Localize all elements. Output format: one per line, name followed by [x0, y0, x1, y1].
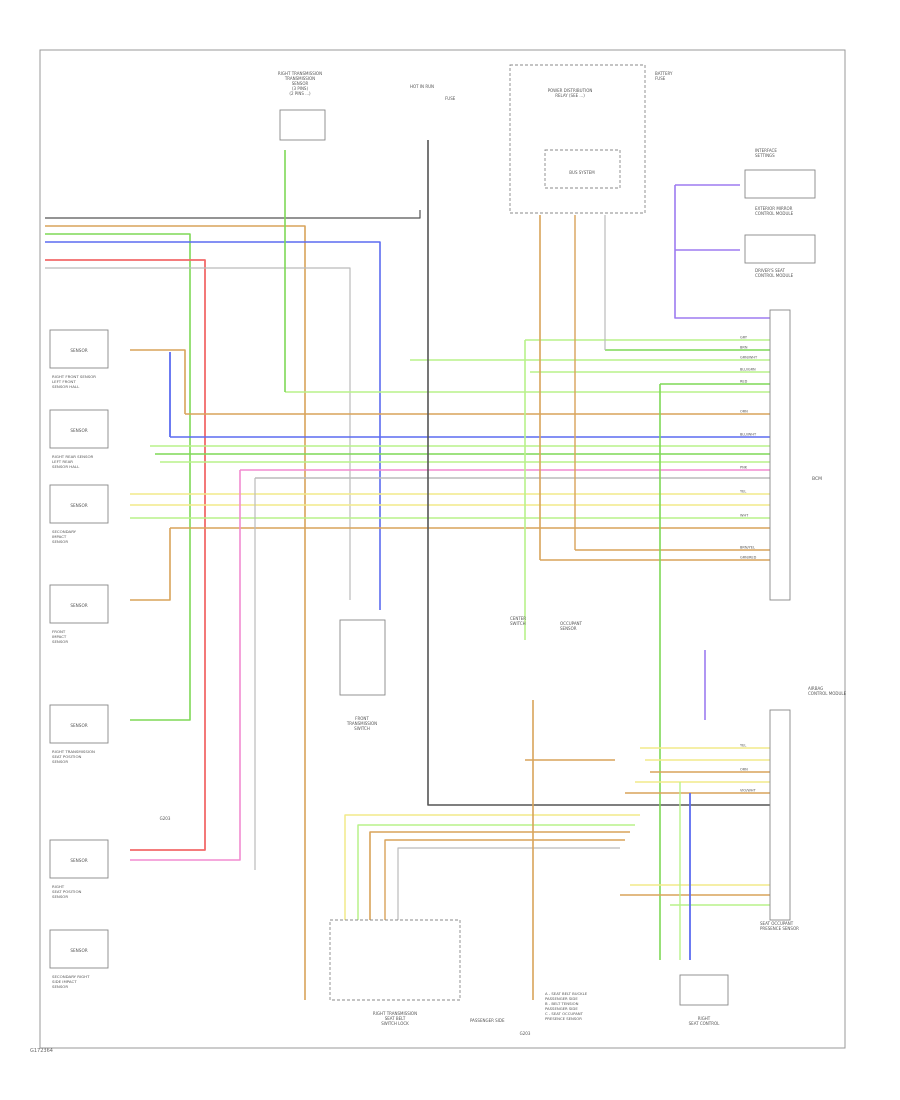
- sensor-box-label-2: SENSOR: [70, 428, 87, 433]
- wire-top-gray: [45, 210, 421, 219]
- bus-system-box: [544, 149, 621, 189]
- right-seat-module-box: [679, 974, 729, 1006]
- sensor-box-5: [49, 704, 109, 744]
- bcm-connector-lower: [769, 709, 791, 921]
- mirror-module-box: [744, 169, 816, 199]
- wire-tag-2: BRN: [740, 346, 748, 350]
- sensor-box-6: [49, 839, 109, 879]
- wire-fan-5: [397, 847, 620, 930]
- wire-tag-9: YEL: [740, 490, 746, 494]
- wire-tag-14: ORN: [740, 768, 748, 772]
- bcm-connector-upper: [769, 309, 791, 601]
- wire-fan-3: [369, 831, 630, 930]
- sensor-box-2: [49, 409, 109, 449]
- wire-v-darkgray: [427, 140, 770, 806]
- sensor-box-label-1: SENSOR: [70, 348, 87, 353]
- wire-fan-1: [344, 814, 640, 930]
- bus-system-label: BUS SYSTEM: [569, 170, 595, 175]
- wire-layer: [45, 140, 770, 1000]
- sensor-box-label-4: SENSOR: [70, 603, 87, 608]
- sensor-box-3: [49, 484, 109, 524]
- bottom-caption-2: PASSENGER SIDE: [470, 1018, 505, 1023]
- wire-tag-6: ORN: [740, 410, 748, 414]
- wire-top-ltgray: [45, 267, 351, 600]
- wire-tag-5: RED: [740, 380, 748, 384]
- ground-label-2: G203: [160, 816, 171, 821]
- sensor-box-label-7: SENSOR: [70, 948, 87, 953]
- wire-tag-3: GRN/WHT: [740, 356, 758, 360]
- wire-v-pink: [130, 470, 241, 861]
- wire-top-orange: [45, 225, 306, 1000]
- wire-fan-2: [357, 824, 635, 930]
- sensor-box-1: [49, 329, 109, 369]
- sensor-box-label-6: SENSOR: [70, 858, 87, 863]
- component-layer: [49, 64, 816, 1006]
- wire-v-orange-3: [130, 528, 171, 601]
- wire-top-blue: [45, 241, 381, 610]
- hot-in-run-label: HOT IN RUN: [410, 84, 434, 89]
- ground-label: G203: [520, 1031, 531, 1036]
- sensor-box-label-5: SENSOR: [70, 723, 87, 728]
- diagram-frame: [39, 49, 846, 1049]
- wire-tag-8: PNK: [740, 466, 748, 470]
- wire-tag-1: GRY: [740, 336, 748, 340]
- wire-top-red: [45, 259, 206, 851]
- wire-tag-15: VIO/WHT: [740, 789, 756, 793]
- wire-tag-4: BLU/GRN: [740, 368, 756, 372]
- front-tran-switch-box: [339, 619, 386, 696]
- wire-fan-4: [384, 839, 625, 930]
- bcm-label: BCM: [812, 476, 822, 482]
- sensor-box-label-3: SENSOR: [70, 503, 87, 508]
- wire-tag-7: BLU/WHT: [740, 433, 757, 437]
- wire-sensor1-orange: [130, 349, 186, 414]
- figure-code: G172364: [30, 1048, 53, 1054]
- sensor-box-4: [49, 584, 109, 624]
- fuse-label: FUSE: [445, 96, 456, 101]
- tr-sensor-box: [279, 109, 326, 141]
- wire-violet-3: [674, 185, 770, 319]
- wire-tag-10: WHT: [740, 514, 749, 518]
- wire-tag-12: GRN/RED: [740, 556, 757, 560]
- sensor-box-7: [49, 929, 109, 969]
- seat-module-box: [744, 234, 816, 264]
- wire-top-green: [45, 233, 191, 721]
- wire-tag-11: BRN/YEL: [740, 546, 755, 550]
- seat-belt-switch-box: [329, 919, 461, 1001]
- wire-tag-13: YEL: [740, 744, 746, 748]
